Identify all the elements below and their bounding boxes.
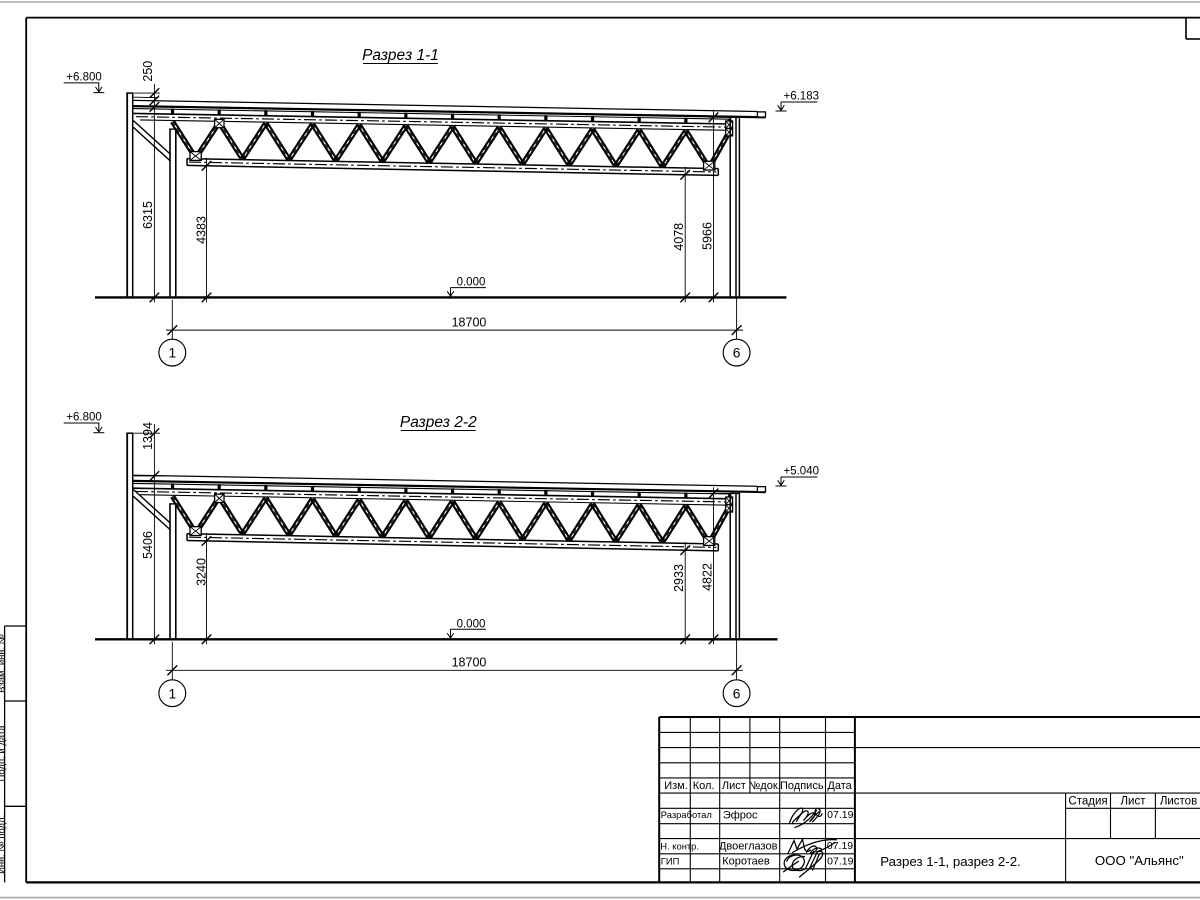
svg-text:6: 6: [733, 686, 741, 701]
svg-text:250: 250: [141, 61, 155, 82]
svg-text:Лист: Лист: [1121, 796, 1147, 808]
svg-text:Кол.: Кол.: [693, 780, 715, 792]
svg-text:1: 1: [168, 686, 176, 701]
svg-text:Н. контр.: Н. контр.: [660, 840, 699, 851]
svg-text:Подп. и дата: Подп. и дата: [0, 725, 8, 782]
svg-text:Двоеглазов: Двоеглазов: [719, 841, 778, 853]
svg-text:Коротаев: Коротаев: [722, 856, 770, 868]
svg-text:+6.800: +6.800: [66, 71, 102, 83]
svg-text:5406: 5406: [141, 531, 155, 559]
svg-text:+6.183: +6.183: [784, 90, 820, 102]
svg-text:Разработал: Разработал: [661, 809, 712, 820]
svg-text:+5.040: +5.040: [784, 465, 820, 477]
svg-text:Эфрос: Эфрос: [723, 810, 758, 822]
svg-text:Дата: Дата: [827, 780, 852, 792]
svg-text:ООО "Альянс": ООО "Альянс": [1095, 853, 1184, 868]
svg-text:4078: 4078: [672, 223, 686, 251]
svg-text:0.000: 0.000: [457, 618, 486, 630]
svg-text:Лист: Лист: [722, 780, 746, 792]
svg-text:Стадия: Стадия: [1068, 796, 1107, 808]
svg-text:07.19: 07.19: [827, 809, 853, 821]
svg-text:18700: 18700: [452, 315, 487, 329]
svg-text:Подпись: Подпись: [780, 780, 824, 792]
svg-text:Разрез 1-1, разрез 2-2.: Разрез 1-1, разрез 2-2.: [880, 854, 1021, 869]
svg-text:1394: 1394: [141, 422, 155, 450]
svg-text:+6.800: +6.800: [66, 411, 102, 423]
svg-text:Изм.: Изм.: [664, 780, 688, 792]
svg-text:Листов: Листов: [1160, 795, 1197, 807]
svg-text:5966: 5966: [701, 222, 715, 250]
svg-text:07.19: 07.19: [827, 855, 853, 867]
svg-text:6315: 6315: [141, 201, 155, 229]
svg-text:3240: 3240: [194, 558, 208, 586]
svg-text:Разрез 1-1: Разрез 1-1: [362, 47, 439, 64]
svg-text:6: 6: [733, 346, 741, 361]
svg-text:4383: 4383: [194, 216, 208, 244]
svg-text:4822: 4822: [701, 563, 715, 591]
svg-text:Инв. № подл.: Инв. № подл.: [0, 815, 8, 874]
svg-text:2933: 2933: [672, 564, 686, 592]
svg-text:07.19: 07.19: [827, 840, 853, 852]
svg-text:18700: 18700: [452, 656, 487, 670]
svg-text:Разрез 2-2: Разрез 2-2: [400, 414, 477, 431]
svg-text:1: 1: [168, 346, 176, 361]
svg-text:№док.: №док.: [748, 780, 780, 792]
svg-text:0.000: 0.000: [457, 277, 486, 289]
svg-text:ГИП: ГИП: [661, 855, 680, 866]
svg-text:Взам. инв. №: Взам. инв. №: [0, 634, 8, 693]
